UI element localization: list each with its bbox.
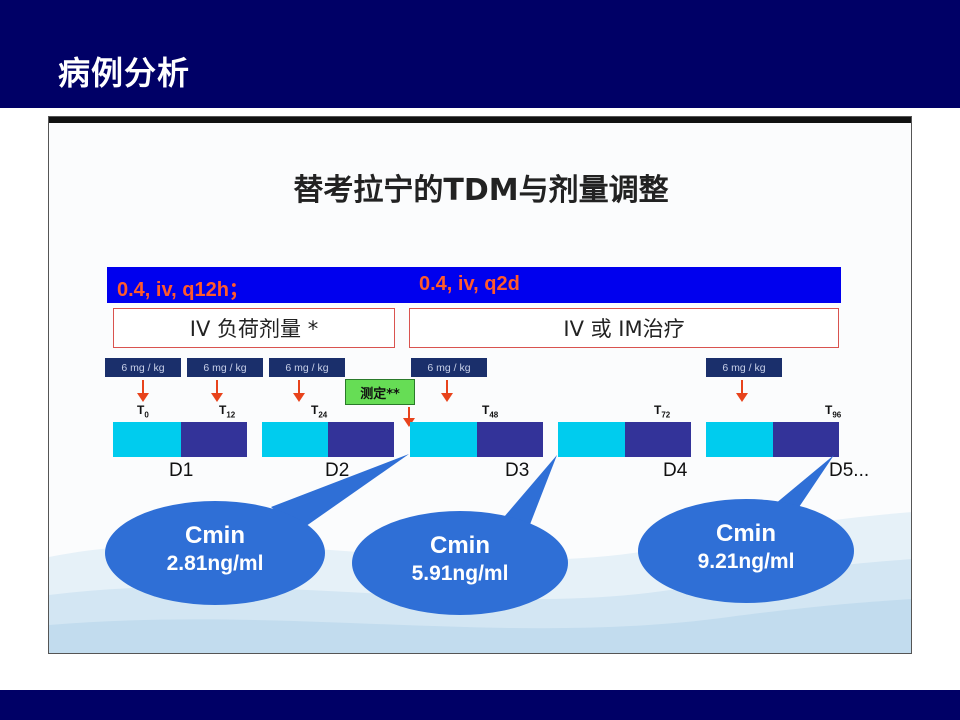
cmin-label: Cmin xyxy=(185,522,245,549)
figure-top-border xyxy=(49,117,911,123)
cmin-bubble-2: Cmin 5.91ng/ml xyxy=(370,532,550,586)
dose-arrow-icon xyxy=(211,380,223,402)
regimen-loading: 0.4, iv, q12h； xyxy=(117,279,249,301)
regimen-bar xyxy=(107,267,841,303)
day-label-d2: D2 xyxy=(325,460,350,481)
cmin-bubble xyxy=(638,499,854,603)
cmin-bubbles xyxy=(105,454,854,615)
day-label-d4: D4 xyxy=(663,460,688,481)
dose-label: 6 mg / kg xyxy=(269,358,345,377)
time-label-t0: T0 xyxy=(137,403,149,420)
page-title: 病例分析 xyxy=(58,54,191,92)
dose-label: 6 mg / kg xyxy=(187,358,263,377)
dose-label: 6 mg / kg xyxy=(105,358,181,377)
regimen-maintenance: 0.4, iv, q2d xyxy=(419,273,520,295)
time-label-t12: T12 xyxy=(219,403,236,420)
cmin-label: Cmin xyxy=(430,532,490,559)
timeline-segment xyxy=(477,422,543,457)
cmin-value: 9.21ng/ml xyxy=(697,550,795,573)
dose-arrow-icon xyxy=(736,380,748,402)
measure-badge: 测定** xyxy=(345,379,415,405)
timeline-segment xyxy=(706,422,773,457)
phase-maintenance: IV 或 IM治疗 xyxy=(409,308,839,348)
cmin-bubble xyxy=(352,511,568,615)
phase-loading: IV 负荷剂量 * xyxy=(113,308,395,348)
timeline-segment xyxy=(328,422,394,457)
timeline-segment xyxy=(181,422,247,457)
timeline-segment xyxy=(625,422,691,457)
day-label-d3: D3 xyxy=(505,460,530,481)
cmin-bubble-1: Cmin 2.81ng/ml xyxy=(125,522,305,576)
day-label-d1: D1 xyxy=(169,460,194,481)
time-label-t72: T72 xyxy=(654,403,671,420)
slide-figure: 替考拉宁的TDM与剂量调整 0.4, iv, q12h； 0.4, iv, q2… xyxy=(48,116,912,654)
timeline-segment xyxy=(773,422,839,457)
dose-label: 6 mg / kg xyxy=(706,358,782,377)
header-banner xyxy=(0,0,960,108)
timeline-segment xyxy=(558,422,625,457)
footer-banner xyxy=(0,690,960,720)
day-label-d5: D5... xyxy=(829,460,870,481)
figure-title: 替考拉宁的TDM与剂量调整 xyxy=(293,173,669,208)
dose-arrow-icon xyxy=(293,380,305,402)
dose-label: 6 mg / kg xyxy=(411,358,487,377)
dose-arrow-icon xyxy=(441,380,453,402)
measure-arrow-icon xyxy=(403,407,415,427)
cmin-bubble xyxy=(105,501,325,605)
timeline-segment xyxy=(410,422,477,457)
callout-pointer xyxy=(271,454,409,531)
cmin-bubble-3: Cmin 9.21ng/ml xyxy=(656,520,836,574)
cmin-value: 2.81ng/ml xyxy=(166,552,264,575)
time-label-t96: T96 xyxy=(825,403,842,420)
cmin-value: 5.91ng/ml xyxy=(411,562,509,585)
dose-arrow-icon xyxy=(137,380,149,402)
time-label-t48: T48 xyxy=(482,403,499,420)
cmin-label: Cmin xyxy=(716,520,776,547)
timeline-segment xyxy=(113,422,181,457)
time-label-t24: T24 xyxy=(311,403,328,420)
callout-pointer xyxy=(504,455,557,527)
timeline-segment xyxy=(262,422,328,457)
